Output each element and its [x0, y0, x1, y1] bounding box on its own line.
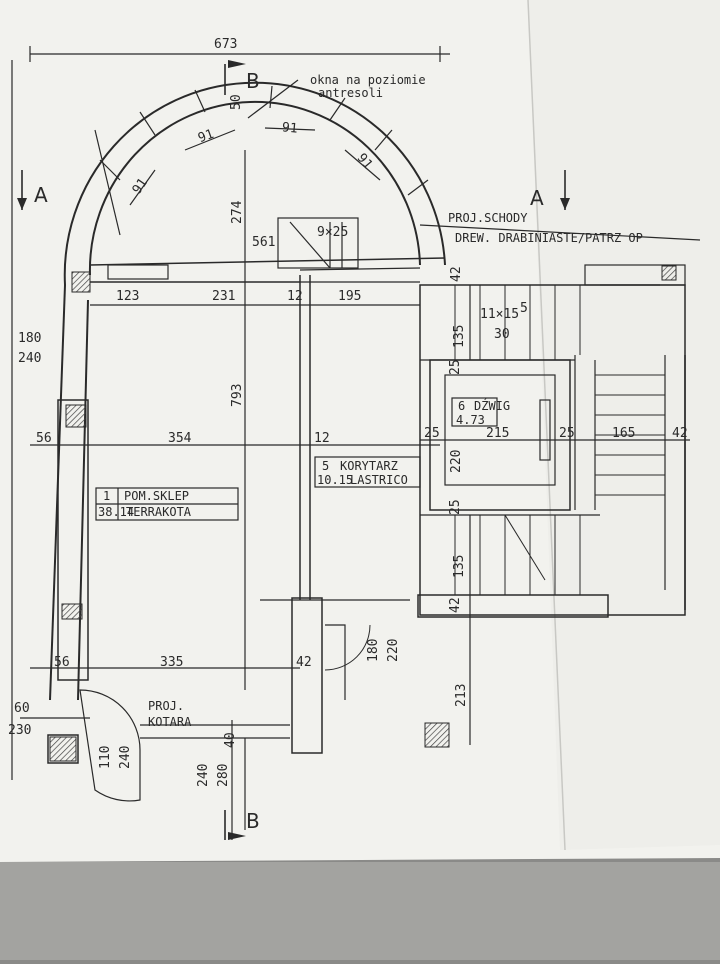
dim-25-d: 25 [448, 499, 463, 515]
dimension-labels: 673 50 91 91 91 91 274 561 9×25 123 231 … [8, 37, 688, 787]
dim-30: 30 [494, 327, 510, 342]
room-6-name: DŹWIG [474, 398, 510, 413]
note-windows-1: okna na poziomie [310, 73, 426, 87]
paper-fold [527, 0, 566, 851]
room-6-number: 6 [458, 399, 465, 413]
dim-11x15: 11×15 [480, 307, 519, 322]
dim-213: 213 [454, 684, 469, 707]
dim-42-d: 42 [296, 655, 312, 670]
dim-231: 231 [212, 289, 235, 304]
wall-piers [49, 265, 677, 762]
dim-25-b: 25 [424, 426, 440, 441]
note-windows-2: antresoli [318, 86, 383, 100]
dim-5: 5 [520, 301, 528, 316]
room-1-area: 38.14 [98, 505, 134, 519]
note-stairs-2: DREW. DRABINIASTE/PATRZ OP [455, 231, 643, 245]
room-5-floor: LASTRICO [350, 473, 408, 487]
dim-42-c: 42 [448, 597, 463, 613]
table-surface [0, 862, 720, 960]
section-markers [17, 60, 570, 840]
dim-165: 165 [612, 426, 635, 441]
dim-25-a: 25 [448, 359, 463, 375]
note-stairs-1: PROJ.SCHODY [448, 211, 528, 225]
dim-9x25: 9×25 [317, 225, 348, 240]
dim-561: 561 [252, 235, 275, 250]
dim-50: 50 [229, 94, 244, 110]
note-curtain-1: PROJ. [148, 699, 184, 713]
dim-180: 180 [18, 331, 41, 346]
room-5-area: 10.15 [317, 473, 353, 487]
dim-135-a: 135 [452, 325, 467, 348]
dim-215: 215 [486, 426, 509, 441]
dim-354: 354 [168, 431, 192, 446]
section-b-bottom: B [246, 809, 260, 833]
room-5-number: 5 [322, 459, 329, 473]
dim-56-bot: 56 [54, 655, 70, 670]
plan-linework [11, 46, 701, 840]
section-a-right: A [530, 186, 544, 210]
dim-280: 280 [216, 764, 231, 787]
room-1-floor: TERRAKOTA [126, 505, 192, 519]
dim-56-top: 56 [36, 431, 52, 446]
dim-arc-91-b: 91 [196, 127, 216, 146]
section-a-left: A [34, 183, 48, 207]
room-1-number: 1 [103, 489, 110, 503]
dim-240-left: 240 [18, 351, 41, 366]
dim-42-a: 42 [449, 266, 464, 282]
dim-195: 195 [338, 289, 361, 304]
room-1-name: POM.SKLEP [124, 489, 189, 503]
dim-12-top: 12 [287, 289, 303, 304]
room-6-area: 4.73 [456, 413, 485, 427]
dim-135-b: 135 [452, 555, 467, 578]
paper-sheet-right [528, 0, 720, 850]
room-5-name: KORYTARZ [340, 459, 398, 473]
dim-793: 793 [230, 384, 245, 407]
dim-240-b: 240 [196, 764, 211, 787]
dim-12-mid: 12 [314, 431, 330, 446]
dim-40: 40 [223, 732, 238, 748]
dim-60: 60 [14, 701, 30, 716]
dim-240-door: 240 [118, 746, 133, 769]
dim-arc-91-a: 91 [130, 176, 151, 197]
dim-top-width: 673 [214, 37, 237, 52]
dim-42-b: 42 [672, 426, 688, 441]
dim-335: 335 [160, 655, 183, 670]
note-curtain-2: KOTARA [148, 715, 192, 729]
dim-220: 220 [449, 450, 464, 473]
dim-230: 230 [8, 723, 31, 738]
dim-274: 274 [230, 200, 245, 224]
dim-arc-91-c: 91 [281, 120, 298, 136]
dim-110: 110 [98, 746, 113, 769]
dim-123: 123 [116, 289, 139, 304]
dim-door-220: 220 [386, 639, 401, 662]
dim-25-c: 25 [559, 426, 575, 441]
dim-door-180: 180 [366, 639, 381, 662]
section-b-top: B [246, 69, 260, 93]
